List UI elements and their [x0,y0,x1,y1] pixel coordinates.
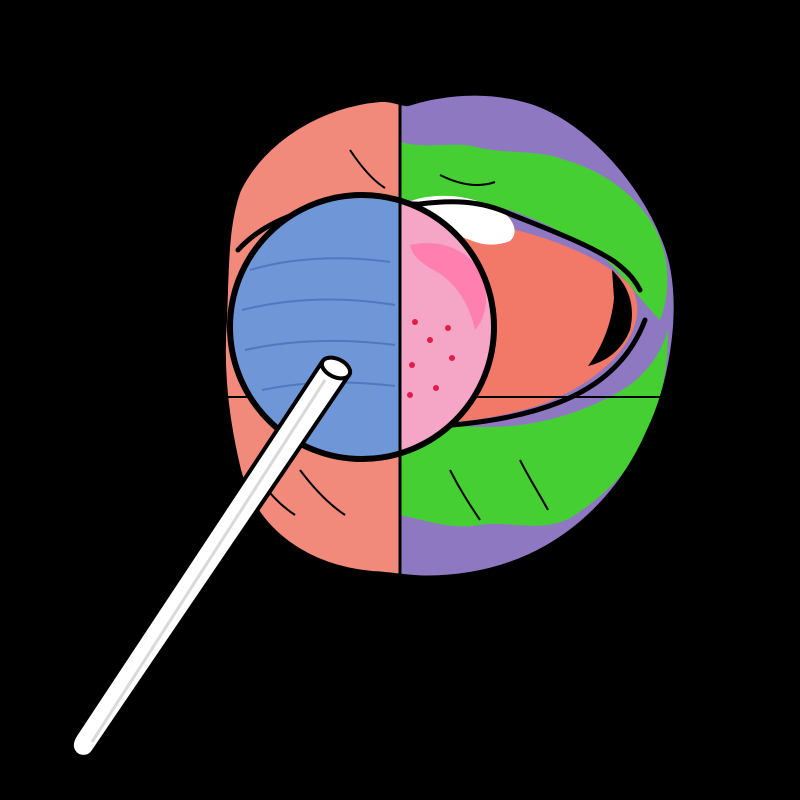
candy-dot [412,319,418,325]
candy-dot [407,392,413,398]
candy-outline [227,192,497,462]
stick-end [319,355,353,381]
candy-pink-swirl [410,243,487,330]
lip-green-band-lower [400,330,668,527]
candy-dot [449,355,455,361]
lollipop-stick [69,355,353,759]
lip-crease-left-2 [299,469,346,516]
candy-dot [433,385,439,391]
lip-crease-left-1 [349,149,386,189]
candy-dot [427,337,433,343]
candy-dot [409,362,415,368]
candy-texture-1 [249,257,391,271]
candy-texture-2 [241,298,396,311]
lips-outline [219,89,680,582]
stick-shade [90,379,327,743]
lip-green-band-upper [400,142,668,320]
mouth-corner [588,270,632,366]
lip-crease-right-1 [439,174,496,187]
lip-crease-right-2 [449,469,481,521]
lip-crease-right-3 [519,459,549,511]
candy-dot [445,325,451,331]
candy-texture-3 [244,339,396,351]
